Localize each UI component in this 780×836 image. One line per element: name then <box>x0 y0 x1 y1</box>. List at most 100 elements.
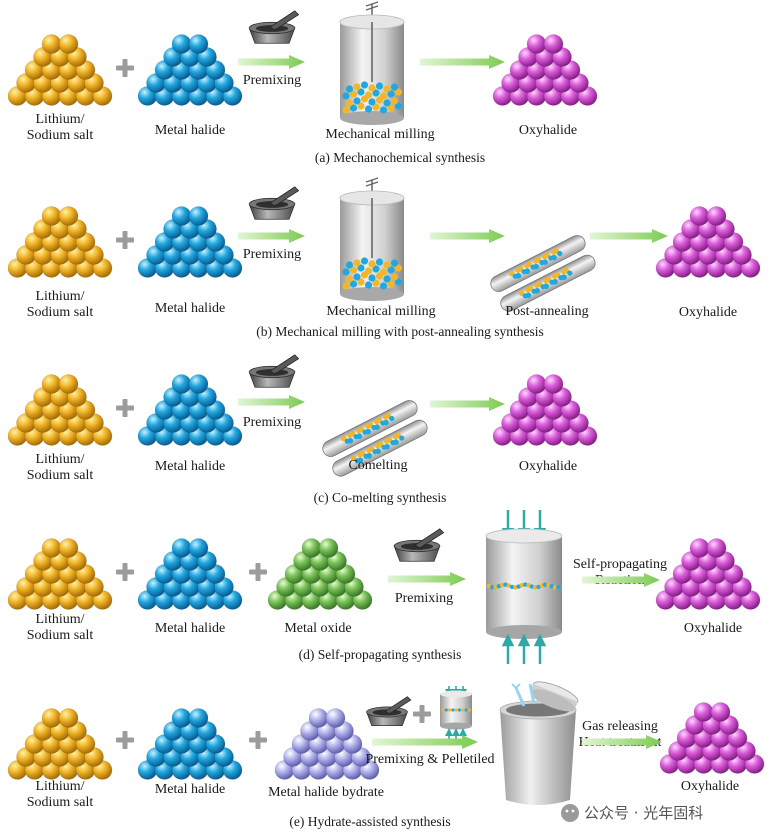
lithium-sodium-salt-pile <box>7 538 113 610</box>
step-label-premixing: Premixing <box>395 591 453 606</box>
oxyhalide-pile <box>492 374 598 446</box>
sphere <box>188 538 209 558</box>
sphere <box>171 374 192 394</box>
reactant-label-halide: Metal halide <box>155 459 225 474</box>
wechat-icon <box>561 804 579 822</box>
sphere <box>58 34 79 54</box>
sphere <box>318 538 339 558</box>
ball-mill-jar-icon <box>339 1 405 125</box>
reactant-label-salt: Lithium/Sodium salt <box>27 612 94 643</box>
sphere <box>188 206 209 226</box>
product-label: Oxyhalide <box>519 459 577 474</box>
reactant-label-hydrate: Metal halide bydrate <box>268 785 384 800</box>
process-arrow <box>238 229 305 243</box>
lithium-sodium-salt-pile <box>7 206 113 278</box>
product-label: Oxyhalide <box>519 123 577 138</box>
reactant-label-halide: Metal halide <box>155 782 225 797</box>
crucible-lid <box>530 681 579 712</box>
sphere <box>41 206 62 226</box>
sphere <box>58 538 79 558</box>
section-caption: (c) Co-melting synthesis <box>314 490 447 505</box>
lithium-sodium-salt-pile <box>7 708 113 780</box>
sphere <box>171 708 192 728</box>
mortar-pestle-icon <box>248 186 300 220</box>
oxyhalide-pile <box>655 206 761 278</box>
mortar-pestle-icon <box>393 528 445 562</box>
step-label-premixing: Premixing <box>243 415 301 430</box>
sphere <box>710 702 731 722</box>
process-arrow <box>238 55 305 69</box>
process-arrow <box>430 397 505 411</box>
cylinder-pellet-icon <box>485 510 563 664</box>
sphere <box>41 708 62 728</box>
reactant-label-halide: Metal halide <box>155 621 225 636</box>
process-arrow <box>238 395 305 409</box>
product-label: Oxyhalide <box>684 621 742 636</box>
sphere <box>526 374 547 394</box>
step-label-annealing: Post-annealing <box>505 304 588 319</box>
process-arrow <box>430 229 505 243</box>
mortar-pestle-icon <box>366 696 412 726</box>
sphere <box>171 538 192 558</box>
section-caption: (a) Mechanochemical synthesis <box>315 150 485 165</box>
oxyhalide-pile <box>655 538 761 610</box>
process-arrow <box>582 573 660 587</box>
sphere <box>308 708 329 728</box>
section-caption: (d) Self-propagating synthesis <box>299 647 462 662</box>
step-label-premixing-pelletized: Premixing & Pelletiled <box>365 752 494 767</box>
step-label-premixing: Premixing <box>243 247 301 262</box>
reactant-label-halide: Metal halide <box>155 301 225 316</box>
sphere <box>526 34 547 54</box>
process-arrow <box>388 572 466 586</box>
plus-icon <box>116 399 134 417</box>
section-caption: (e) Hydrate-assisted synthesis <box>289 814 450 829</box>
sphere <box>58 206 79 226</box>
section-b: Lithium/Sodium salt Metal halide Premixing… <box>7 177 761 339</box>
mortar-pestle-icon <box>248 354 300 388</box>
mortar-pestle-icon <box>248 10 300 44</box>
product-label: Oxyhalide <box>681 779 739 794</box>
oxyhalide-pile <box>659 702 765 774</box>
reactant-label-salt: Lithium/Sodium salt <box>27 779 94 810</box>
step-label-milling: Mechanical milling <box>325 127 434 142</box>
step-label-premixing: Premixing <box>243 73 301 88</box>
section-c: Lithium/Sodium salt Metal halide Premixing… <box>7 354 598 505</box>
plus-icon <box>249 563 267 581</box>
sphere <box>543 374 564 394</box>
lithium-sodium-salt-pile <box>7 34 113 106</box>
metal-halide-pile <box>137 34 243 106</box>
metal-halide-pile <box>137 206 243 278</box>
process-arrow <box>582 735 662 749</box>
sealed-tubes-icon <box>490 235 596 312</box>
metal-halide-pile <box>137 374 243 446</box>
pellet-icon <box>440 686 472 740</box>
product-label: Oxyhalide <box>679 305 737 320</box>
reactant-label-salt: Lithium/Sodium salt <box>27 452 94 483</box>
sphere <box>689 538 710 558</box>
ball-mill-jar-icon <box>339 177 405 301</box>
reactant-label-halide: Metal halide <box>155 123 225 138</box>
sealed-tube <box>322 400 418 457</box>
sphere <box>706 538 727 558</box>
sphere <box>188 374 209 394</box>
step-label-comelting: Comelting <box>348 458 407 473</box>
sphere <box>41 34 62 54</box>
sphere <box>171 206 192 226</box>
plus-icon <box>413 705 431 723</box>
sealed-tubes-icon <box>322 400 428 477</box>
sphere <box>325 708 346 728</box>
section-caption: (b) Mechanical milling with post-anneali… <box>256 324 544 339</box>
sphere <box>689 206 710 226</box>
sphere <box>543 34 564 54</box>
reactant-label-salt: Lithium/Sodium salt <box>27 289 94 320</box>
plus-icon <box>116 59 134 77</box>
plus-icon <box>116 563 134 581</box>
oxyhalide-pile <box>492 34 598 106</box>
process-arrow <box>420 55 505 69</box>
metal-halide-hydrate-pile <box>274 708 380 780</box>
plus-icon <box>116 231 134 249</box>
plus-icon <box>249 731 267 749</box>
process-arrow <box>372 735 478 749</box>
